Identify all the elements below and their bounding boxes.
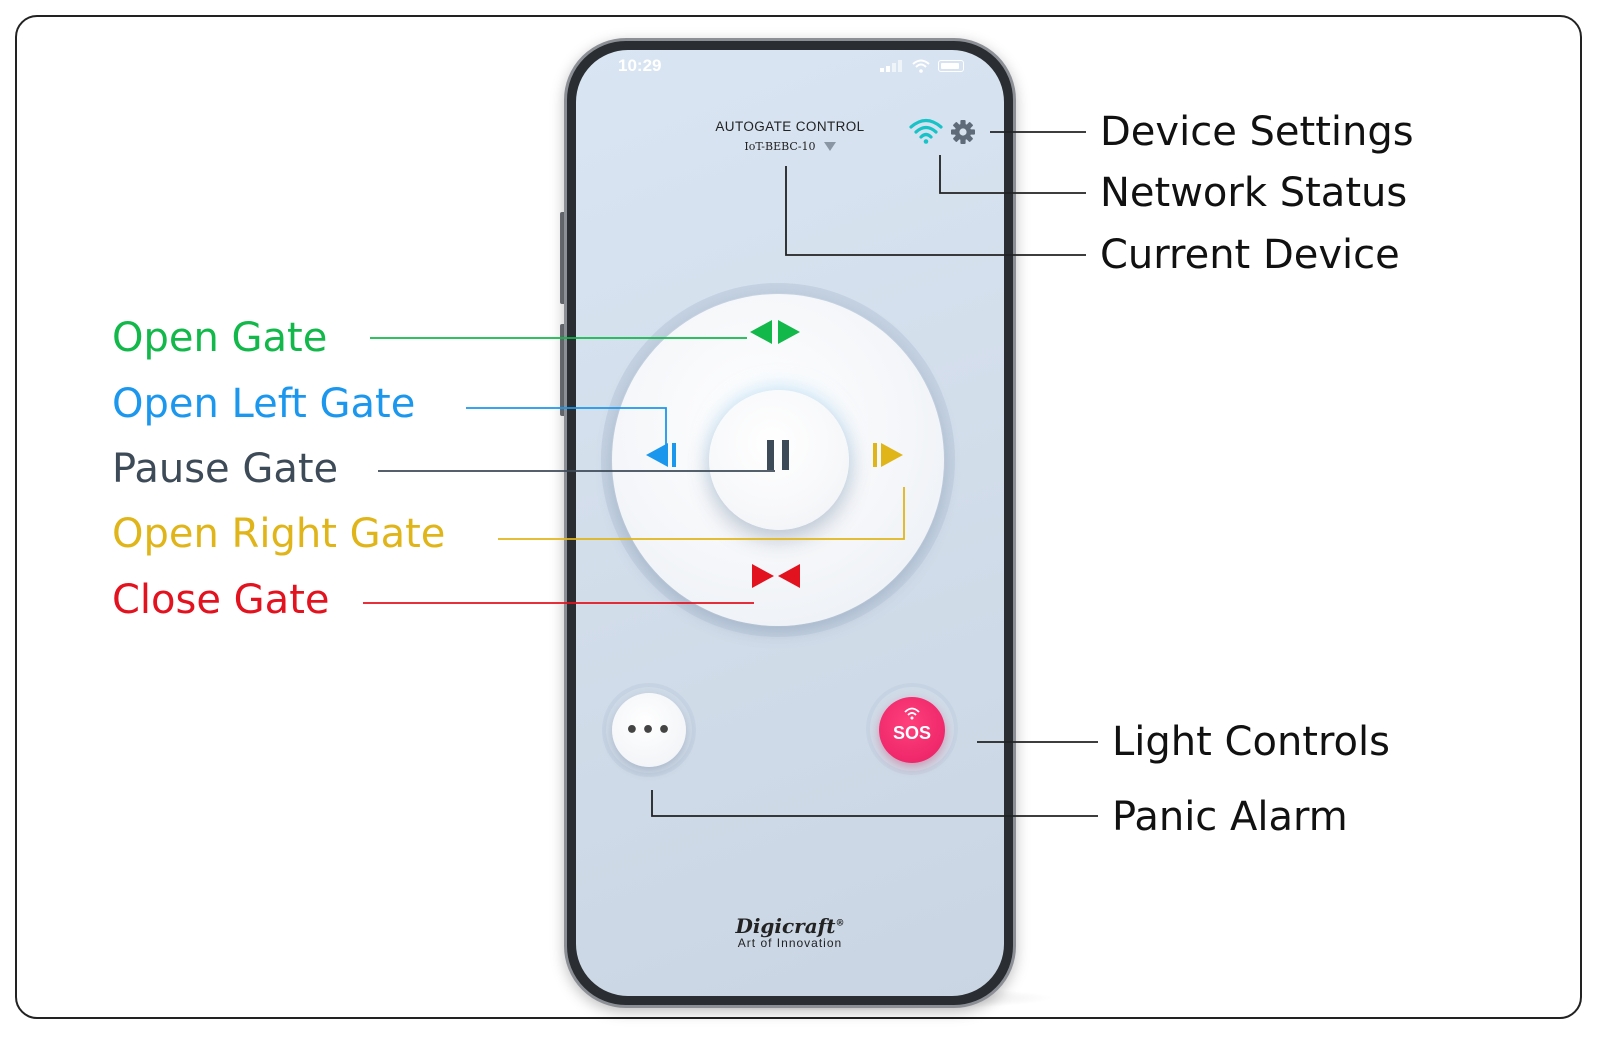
app-title: AUTOGATE CONTROL <box>715 119 865 134</box>
volume-button <box>560 324 566 416</box>
open-right-gate-icon[interactable] <box>871 440 907 470</box>
chevron-down-icon <box>823 142 836 151</box>
status-time: 10:29 <box>618 56 662 75</box>
phone-screen: 10:29 AUTOGATE CONTROL IoT-BEBC-10 <box>576 50 1004 996</box>
registered-mark: ® <box>835 918 845 929</box>
open-gate-label: Open Gate <box>112 315 328 361</box>
close-gate-icon[interactable] <box>748 562 804 590</box>
open-right-gate-label: Open Right Gate <box>112 511 446 557</box>
light-controls-button[interactable]: ••• <box>612 693 686 767</box>
device-settings-label: Device Settings <box>1100 109 1414 155</box>
wifi-icon[interactable] <box>908 116 944 146</box>
alarm-wave-icon <box>904 707 920 720</box>
sos-button[interactable]: SOS <box>879 697 945 763</box>
battery-icon <box>938 60 964 72</box>
gear-icon[interactable] <box>949 118 977 146</box>
pause-gate-label: Pause Gate <box>112 446 339 492</box>
status-bar: 10:29 <box>576 50 1004 84</box>
brand-name: Digicraft <box>735 914 836 938</box>
open-gate-icon[interactable] <box>746 318 804 346</box>
status-icons <box>880 59 964 73</box>
signal-icon <box>880 60 902 72</box>
current-device-selector[interactable]: IoT-BEBC-10 <box>576 140 1004 153</box>
current-device-label: Current Device <box>1100 232 1400 278</box>
pause-icon <box>767 440 789 470</box>
volume-button <box>560 212 566 304</box>
network-status-label: Network Status <box>1100 170 1408 216</box>
open-left-gate-icon[interactable] <box>644 440 680 470</box>
sos-label: SOS <box>892 723 931 743</box>
light-controls-label: Light Controls <box>1112 719 1390 765</box>
brand-logo: Digicraft® Art of Innovation <box>576 914 1004 950</box>
wifi-status-icon <box>912 59 930 73</box>
panic-alarm-label: Panic Alarm <box>1112 794 1348 840</box>
brand-tagline: Art of Innovation <box>737 936 843 950</box>
open-left-gate-label: Open Left Gate <box>112 381 416 427</box>
current-device-name: IoT-BEBC-10 <box>744 140 816 153</box>
close-gate-label: Close Gate <box>112 577 330 623</box>
